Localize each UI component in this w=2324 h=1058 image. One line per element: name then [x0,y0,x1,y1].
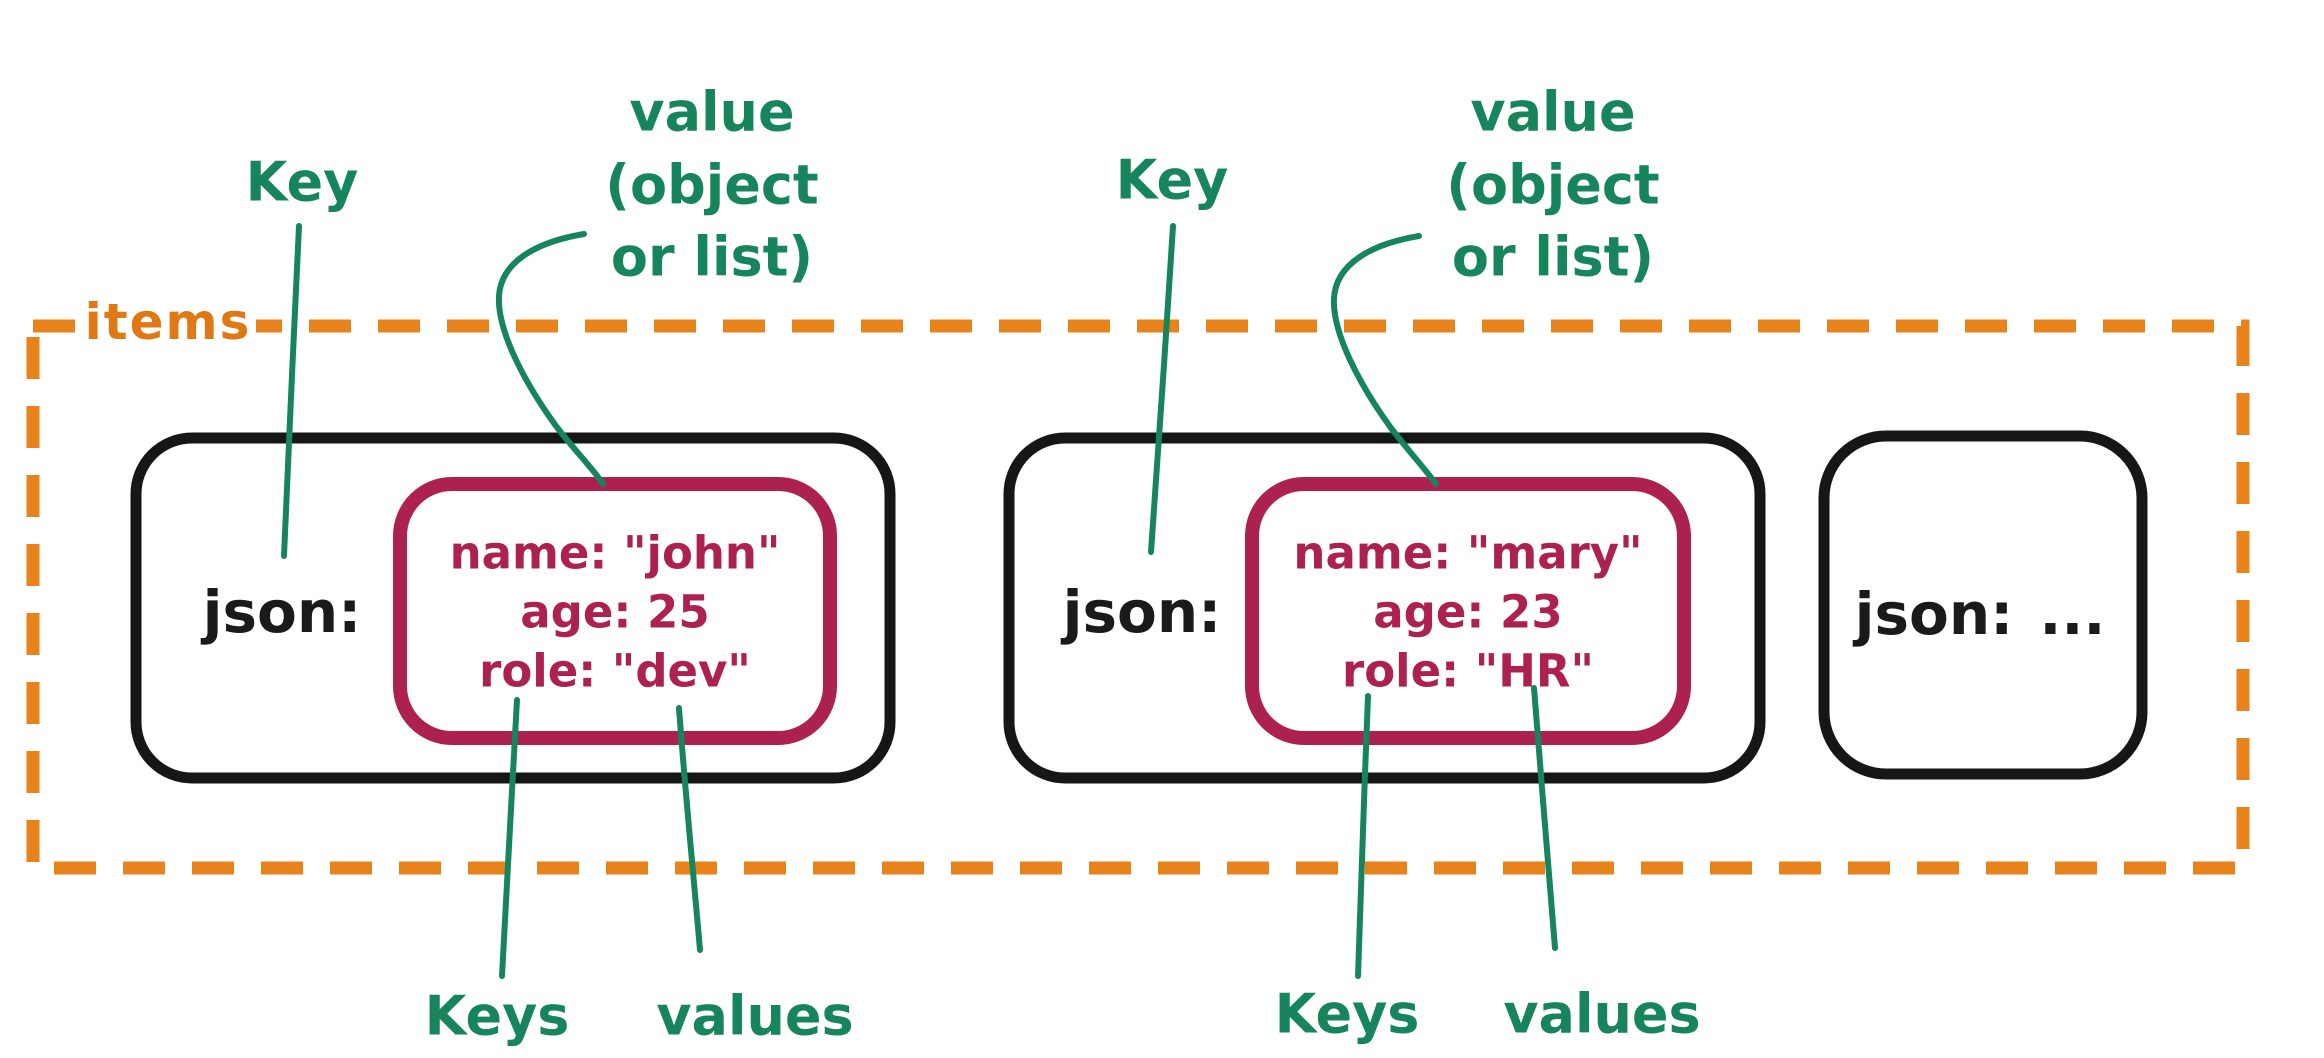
record-key-3: json: [1853,580,2014,648]
items-label: items [85,293,252,351]
values-annotation-2: values [1503,983,1700,1046]
values-pointer-line-2 [1531,685,1558,951]
object-field-2-age: age: 23 [1373,586,1562,639]
keys-annotation-2: Keys [1275,983,1420,1046]
record-key-3-text: json:... [1853,580,2106,648]
key-pointer-line-2 [1148,223,1176,555]
value-pointer-curve-1 [495,231,606,487]
value-annotation-1-line-1: value [629,81,794,144]
value-pointer-curve-2 [1330,233,1439,487]
object-field-1-role: role: "dev" [479,645,751,698]
object-field-2-name: name: "mary" [1293,527,1642,580]
value-annotation-2-line-2: (object [1446,154,1659,217]
object-field-1-age: age: 25 [520,586,709,639]
values-pointer-line-1 [676,705,703,953]
keys-pointer-line-1 [499,697,520,979]
object-field-2-role: role: "HR" [1342,645,1594,698]
keys-annotation-1: Keys [425,985,570,1048]
record-key-1: json: [201,578,362,646]
object-box-1 [393,477,837,745]
value-annotation-1-line-3: or list) [611,226,813,289]
object-box-2 [1245,477,1691,745]
object-field-1-name: name: "john" [450,527,781,580]
record-box-3 [1818,430,2148,780]
key-pointer-line-1 [281,223,302,559]
record-key-2: json: [1061,578,1222,646]
value-annotation-2-line-3: or list) [1452,226,1654,289]
value-annotation-2-line-1: value [1470,81,1635,144]
items-label-backdrop [82,297,256,351]
value-annotation-1-line-2: (object [605,154,818,217]
record-more-indicator: ... [2039,580,2105,648]
key-annotation-2: Key [1116,149,1229,212]
items-boundary-box [26,319,2250,875]
key-annotation-1: Key [246,151,359,214]
values-annotation-1: values [656,985,853,1048]
keys-pointer-line-2 [1355,693,1371,979]
